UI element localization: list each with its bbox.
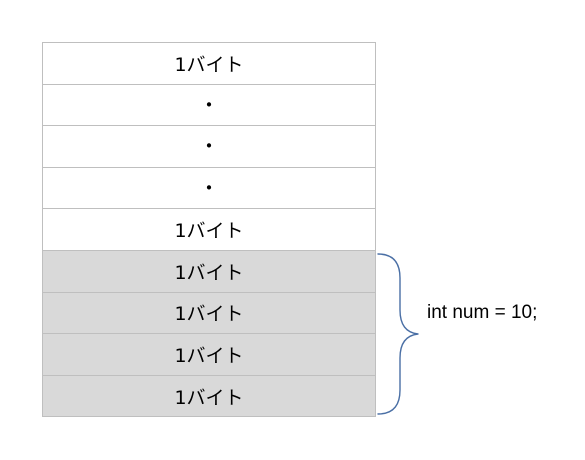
curly-brace-icon (377, 253, 419, 415)
variable-declaration-label: int num = 10; (427, 302, 538, 323)
ellipsis-cell: ・ (42, 84, 376, 127)
int-byte-cell: 1バイト (42, 250, 376, 293)
byte-cell: 1バイト (42, 209, 376, 251)
byte-cell: 1バイト (42, 43, 376, 85)
int-byte-cell: 1バイト (42, 334, 376, 376)
ellipsis-cell: ・ (42, 126, 376, 168)
int-byte-cell: 1バイト (42, 375, 376, 418)
memory-byte-table: 1バイト ・ ・ ・ 1バイト 1バイト 1バイト 1バイト 1バイト (42, 42, 376, 418)
int-byte-cell: 1バイト (42, 292, 376, 335)
ellipsis-cell: ・ (42, 167, 376, 210)
